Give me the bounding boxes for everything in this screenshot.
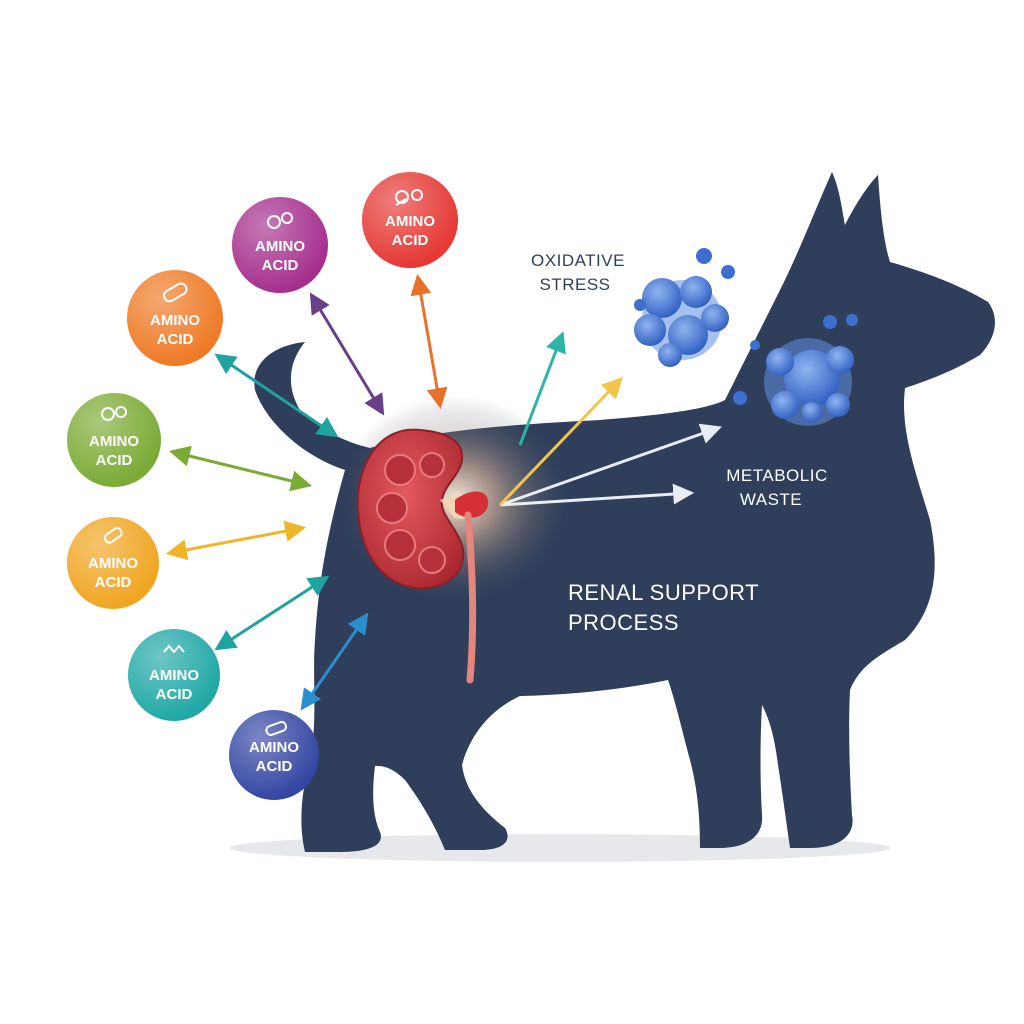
amino-bubble-teal: AMINO ACID <box>128 629 220 721</box>
oxidative-stress-particles <box>634 248 858 426</box>
renal-support-label-line1: RENAL SUPPORT <box>568 580 759 605</box>
amino-bubble-blue-line2: ACID <box>256 758 293 775</box>
particle-cluster-lower <box>733 314 858 426</box>
amino-bubble-green-line1: AMINO <box>89 433 139 450</box>
arrow-yellow-bubble <box>165 520 307 561</box>
arrow-purple-bubble <box>309 292 385 416</box>
arrow-red-bubble <box>410 273 448 410</box>
arrow-blue-bubble <box>300 612 369 711</box>
amino-bubble-blue-line1: AMINO <box>249 739 299 756</box>
molecule-icon <box>267 212 293 229</box>
amino-bubble-purple-line2: ACID <box>262 257 299 274</box>
amino-bubble-yellow: AMINO ACID <box>67 517 159 609</box>
crystal-icon <box>163 644 185 654</box>
arrow-orange-bubble <box>214 353 339 438</box>
amino-bubble-orange-line2: ACID <box>157 331 194 348</box>
amino-bubble-red-line2: ACID <box>392 232 429 249</box>
capsule-icon <box>103 527 123 544</box>
amino-bubble-yellow-line2: ACID <box>95 574 132 591</box>
metabolic-waste-label-line1: METABOLIC <box>726 466 827 485</box>
metabolic-waste-label-line2: WASTE <box>740 490 802 509</box>
amino-bubble-red-line1: AMINO <box>385 213 435 230</box>
molecule-icon <box>395 189 423 206</box>
amino-bubble-red: AMINO ACID <box>362 172 458 268</box>
amino-bubble-teal-line1: AMINO <box>149 667 199 684</box>
amino-bubble-green-line2: ACID <box>96 452 133 469</box>
renal-support-label-line2: PROCESS <box>568 610 679 635</box>
arrow-to-oxidative-stress-yellow <box>498 376 623 507</box>
arrow-teal-bubble <box>214 575 330 651</box>
amino-bubble-green: AMINO ACID <box>67 393 161 487</box>
kidney-illustration <box>356 428 489 684</box>
oxidative-stress-label-line2: STRESS <box>539 275 610 294</box>
amino-bubble-purple-line1: AMINO <box>255 238 305 255</box>
amino-bubble-purple: AMINO ACID <box>232 197 328 293</box>
particle-cluster-upper <box>634 248 735 367</box>
amino-bubble-yellow-line1: AMINO <box>88 555 138 572</box>
arrow-to-oxidative-stress-teal <box>518 331 566 446</box>
amino-bubble-blue: AMINO ACID <box>229 710 319 800</box>
capsule-icon <box>162 282 188 303</box>
amino-bubble-orange-line1: AMINO <box>150 312 200 329</box>
amino-bubble-teal-line2: ACID <box>156 686 193 703</box>
arrow-to-metabolic-waste-2 <box>499 483 695 507</box>
capsule-icon <box>265 720 287 736</box>
arrow-green-bubble <box>168 445 313 492</box>
oxidative-stress-label-line1: OXIDATIVE <box>531 251 625 270</box>
molecule-icon <box>101 406 127 421</box>
arrow-to-metabolic-waste-1 <box>499 423 722 507</box>
amino-bubble-orange: AMINO ACID <box>127 270 223 366</box>
